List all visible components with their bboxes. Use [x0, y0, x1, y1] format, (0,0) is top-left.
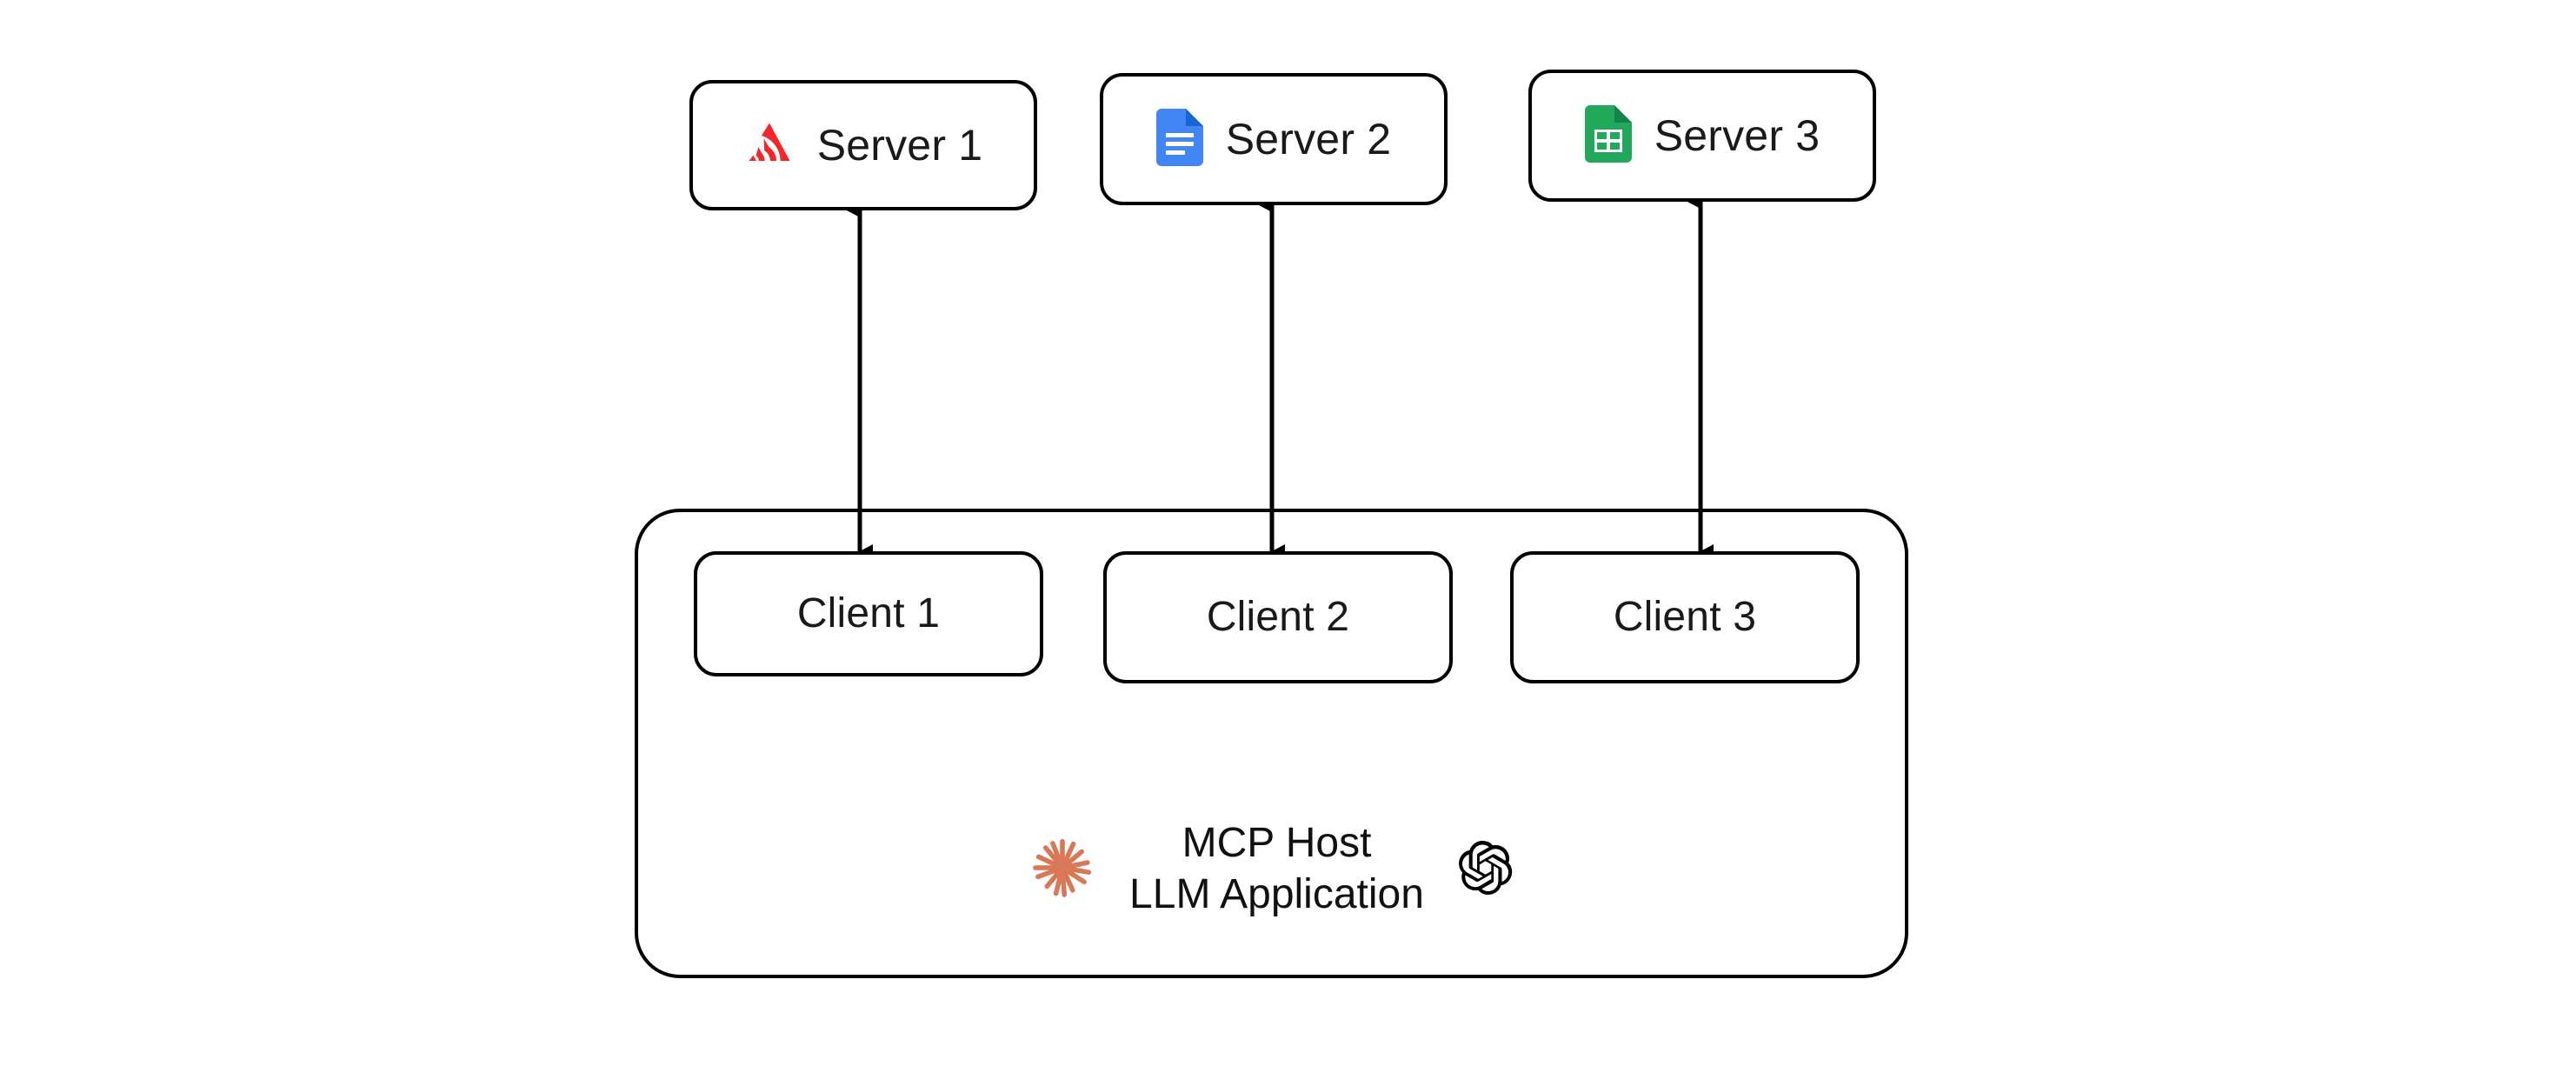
- google-sheets-icon: [1584, 104, 1632, 167]
- server-label: Server 2: [1225, 115, 1392, 163]
- server-label: Server 3: [1654, 111, 1821, 160]
- client-label: Client 3: [1613, 594, 1757, 640]
- client-label: Client 1: [796, 590, 941, 636]
- server1-client1-link: [847, 203, 873, 558]
- host-line-2: LLM Application: [1129, 871, 1424, 917]
- server-label: Server 1: [816, 121, 983, 170]
- anthropic-claude-starburst-icon: [1030, 836, 1095, 904]
- client-label: Client 2: [1206, 594, 1350, 640]
- server-node-1[interactable]: Server 1: [689, 80, 1037, 210]
- client-node-1[interactable]: Client 1: [694, 551, 1043, 676]
- mcp-host-identity: MCP Host LLM Application: [635, 817, 1908, 922]
- google-docs-icon: [1155, 108, 1203, 170]
- server2-client2-link: [1259, 198, 1285, 558]
- server3-client3-link: [1687, 195, 1714, 558]
- openai-logo-icon: [1458, 840, 1513, 899]
- sentry-icon: [744, 118, 795, 173]
- client-node-3[interactable]: Client 3: [1510, 551, 1860, 683]
- mcp-host-text: MCP Host LLM Application: [1129, 818, 1424, 920]
- server-node-3[interactable]: Server 3: [1528, 70, 1876, 202]
- client-node-2[interactable]: Client 2: [1103, 551, 1453, 683]
- server-node-2[interactable]: Server 2: [1100, 73, 1448, 205]
- host-line-1: MCP Host: [1181, 820, 1372, 867]
